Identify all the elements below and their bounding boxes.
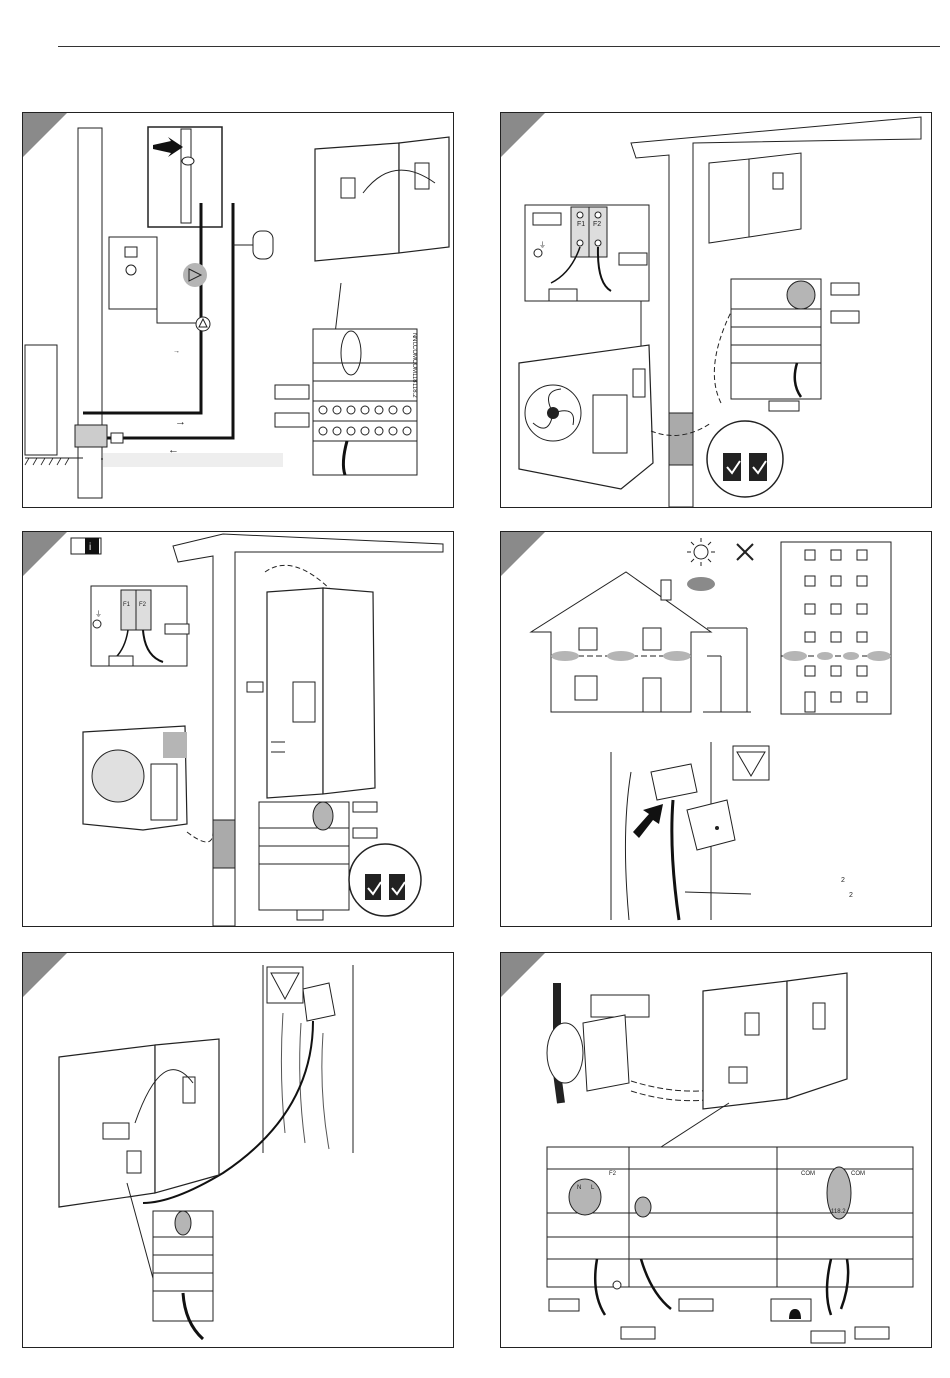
- svg-text:i: i: [89, 542, 91, 553]
- terminal-label: F2: [609, 1171, 616, 1177]
- panel-1: → → ← N N L: [22, 112, 454, 508]
- terminal-label: COM: [313, 345, 417, 359]
- terminal-label: 118: [313, 373, 417, 383]
- terminal-label: L: [591, 1185, 594, 1191]
- terminal-label: COM: [801, 1171, 815, 1177]
- panel-1-illustration: → → ←: [23, 113, 453, 507]
- terminal-label: COM: [851, 1171, 865, 1177]
- terminal-label: COM: [313, 359, 417, 373]
- terminal-label: F1: [577, 221, 585, 228]
- header-rule: [58, 46, 940, 47]
- svg-text:⏚: ⏚: [539, 241, 546, 249]
- panel-4-illustration: [501, 532, 931, 926]
- terminal-label: 118.2: [313, 383, 417, 398]
- panel-5-illustration: [23, 953, 453, 1347]
- terminal-label: F2: [139, 602, 146, 608]
- panel-5: [22, 952, 454, 1348]
- panel-2-illustration: ⏚: [501, 113, 931, 507]
- sun-icon: [687, 538, 715, 566]
- terminal-label: F1: [123, 602, 130, 608]
- panel-6: N L F2 COM COM 118.2: [500, 952, 932, 1348]
- panel-4: 2 2: [500, 531, 932, 927]
- terminal-label: F2: [593, 221, 601, 228]
- panel-2: ⏚ F1 F2: [500, 112, 932, 508]
- info-icon: i: [71, 538, 101, 554]
- superscript-label: 2: [849, 892, 853, 899]
- svg-text:→: →: [175, 416, 186, 428]
- panel-3-illustration: i ⏚: [23, 532, 453, 926]
- panel-6-illustration: [501, 953, 931, 1347]
- cross-icon: [737, 544, 753, 560]
- superscript-label: 2: [841, 877, 845, 884]
- arrow-icon: [633, 804, 663, 838]
- panel-3: i ⏚: [22, 531, 454, 927]
- terminal-label: 118.2: [831, 1209, 846, 1215]
- svg-text:⏚: ⏚: [95, 610, 102, 618]
- terminal-label: N: [577, 1185, 581, 1191]
- svg-text:→: →: [173, 348, 180, 355]
